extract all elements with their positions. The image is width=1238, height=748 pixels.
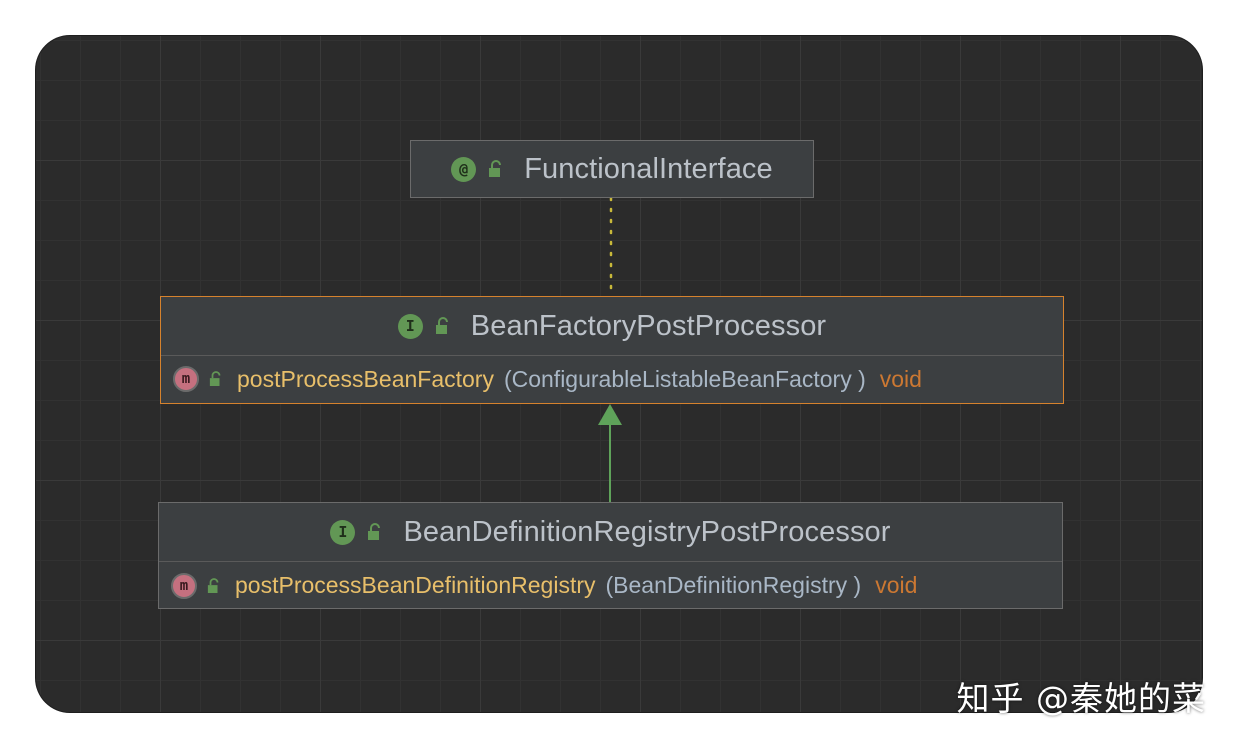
method-row[interactable]: m postProcessBeanFactory (ConfigurableLi… (161, 355, 1063, 402)
method-params: (BeanDefinitionRegistry ) (605, 572, 862, 598)
method-return-type: void (879, 365, 922, 392)
node-title: BeanFactoryPostProcessor (470, 309, 827, 342)
method-icon: m (171, 572, 197, 599)
node-bean-factory-post-processor[interactable]: I BeanFactoryPostProcessor m postProcess… (160, 296, 1064, 404)
method-icon: m (173, 366, 199, 392)
method-row[interactable]: m postProcessBeanDefinitionRegistry (Bea… (159, 561, 1062, 609)
method-name: postProcessBeanDefinitionRegistry (235, 572, 596, 598)
node-title: FunctionalInterface (524, 152, 773, 185)
node-functional-interface[interactable]: @ FunctionalInterface (410, 140, 814, 198)
unlock-icon (489, 160, 502, 177)
interface-icon: I (330, 519, 356, 545)
watermark: 知乎 @秦她的菜 (956, 679, 1206, 718)
annotation-icon: @ (451, 156, 477, 182)
node-title: BeanDefinitionRegistryPostProcessor (403, 515, 891, 548)
method-params: (ConfigurableListableBeanFactory ) (503, 365, 866, 392)
method-return-type: void (875, 572, 918, 598)
unlock-icon (207, 577, 219, 593)
node-header: I BeanDefinitionRegistryPostProcessor (159, 503, 1062, 561)
unlock-icon (368, 523, 381, 540)
node-bean-definition-registry-post-processor[interactable]: I BeanDefinitionRegistryPostProcessor m … (158, 502, 1063, 609)
unlock-icon (435, 317, 448, 334)
node-header: I BeanFactoryPostProcessor (161, 297, 1063, 355)
method-name: postProcessBeanFactory (237, 365, 494, 392)
unlock-icon (209, 371, 221, 386)
interface-icon: I (397, 313, 423, 339)
node-header: @ FunctionalInterface (411, 141, 813, 197)
